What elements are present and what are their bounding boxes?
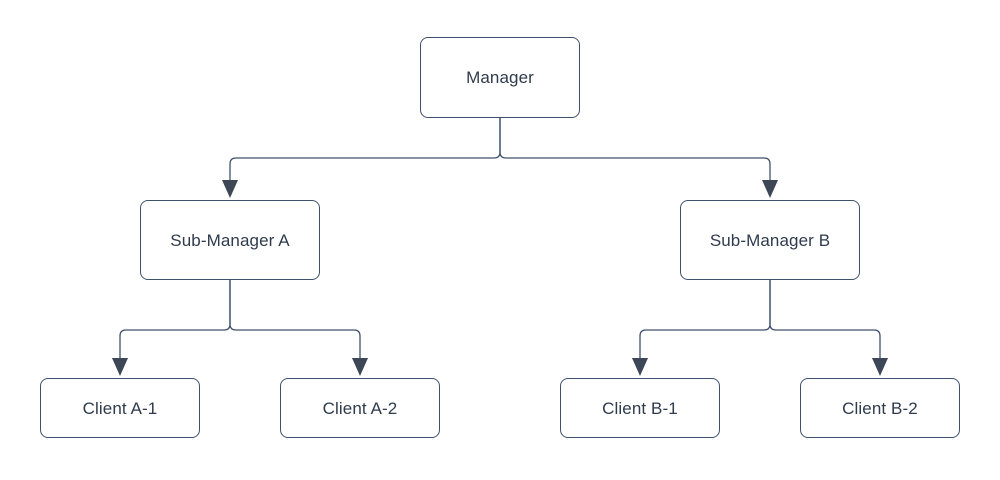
edge-sub-manager-b-to-client-b2 <box>769 280 881 361</box>
node-client-b1[interactable]: Client B-1 <box>560 378 720 438</box>
node-client-a1-label: Client A-1 <box>82 398 158 418</box>
edge-manager-to-sub-manager-b <box>499 118 771 183</box>
arrowhead-client-a2 <box>352 358 368 376</box>
arrowhead-client-b1 <box>632 358 648 376</box>
edge-sub-manager-b-to-client-b1 <box>639 280 771 361</box>
node-sub-manager-b-label: Sub-Manager B <box>709 230 831 250</box>
edge-sub-manager-a-to-client-a1 <box>119 280 231 361</box>
node-client-b2-label: Client B-2 <box>842 398 918 418</box>
edge-sub-manager-a-to-client-a2 <box>229 280 361 361</box>
node-client-a1[interactable]: Client A-1 <box>40 378 200 438</box>
node-manager[interactable]: Manager <box>420 37 580 118</box>
node-client-b2[interactable]: Client B-2 <box>800 378 960 438</box>
node-client-a2-label: Client A-2 <box>322 398 398 418</box>
edge-manager-to-sub-manager-a <box>229 118 501 183</box>
node-sub-manager-a[interactable]: Sub-Manager A <box>140 200 320 280</box>
node-manager-label: Manager <box>466 68 534 87</box>
node-client-b1-label: Client B-1 <box>602 398 678 418</box>
arrowhead-client-a1 <box>112 358 128 376</box>
arrowhead-sub-manager-b <box>762 180 778 198</box>
node-sub-manager-a-label: Sub-Manager A <box>170 230 290 250</box>
arrowhead-client-b2 <box>872 358 888 376</box>
node-client-a2[interactable]: Client A-2 <box>280 378 440 438</box>
node-sub-manager-b[interactable]: Sub-Manager B <box>680 200 860 280</box>
arrowhead-sub-manager-a <box>222 180 238 198</box>
